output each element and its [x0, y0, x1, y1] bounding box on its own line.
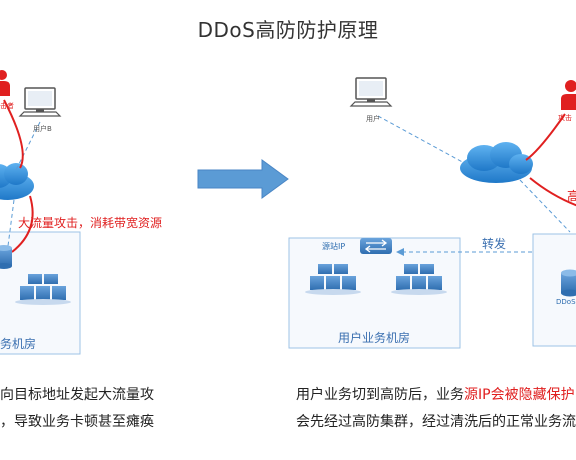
right-attack-line-2 [529, 177, 576, 207]
left-cloud-icon [0, 163, 34, 200]
room-server-cluster-1-icon [305, 264, 361, 295]
left-caption-line-1: 向目标地址发起大流量攻 [0, 387, 154, 403]
left-attack-line-1 [3, 99, 24, 169]
right-room-label: 用户业务机房 [338, 331, 411, 345]
transition-arrow [197, 159, 289, 199]
right-attacker-label: 攻击 [558, 114, 572, 122]
origin-ip-label: 源站IP [322, 242, 346, 251]
right-user-label: 用户 [366, 115, 380, 123]
right-attacker-icon [561, 80, 576, 110]
left-attacker-label: 击者 [0, 102, 14, 110]
left-user-computer-icon [18, 87, 62, 117]
left-user-link [15, 121, 41, 171]
ddos-cluster-label: DDoS [556, 298, 576, 306]
ddos-database-icon [561, 269, 576, 297]
origin-switch-icon [360, 238, 392, 254]
left-attack-text: 大流量攻击，消耗带宽资源 [18, 216, 163, 230]
forward-label: 转发 [482, 237, 507, 251]
left-database-icon [0, 245, 12, 269]
left-attack-line-2 [11, 195, 34, 253]
right-attack-line-1 [525, 113, 566, 161]
left-server-cluster-icon [15, 274, 71, 305]
room-server-cluster-2-icon [391, 264, 447, 295]
right-user-computer-icon [349, 77, 393, 107]
left-room-link [7, 199, 15, 247]
left-room-label: 务机房 [0, 337, 37, 351]
right-caption-part-a: 用户业务切到高防后，业务 [296, 387, 464, 403]
right-caption-part-b: 源IP会被隐藏保护 [464, 387, 575, 403]
right-gao-fragment: 高 [567, 190, 576, 205]
right-user-link [377, 115, 467, 165]
right-caption-line-2: 会先经过高防集群，经过清洗后的正常业务流 [296, 414, 576, 430]
right-cloud-to-ddos-link [519, 179, 571, 233]
left-caption-line-2: ，导致业务卡顿甚至瘫痪 [0, 414, 154, 430]
right-cloud-icon [460, 142, 533, 183]
page-title: DDoS高防防护原理 [197, 18, 379, 42]
left-user-label: 用户B [33, 125, 52, 133]
right-caption-line-1: 用户业务切到高防后，业务源IP会被隐藏保护 [296, 384, 575, 404]
left-attacker-icon [0, 70, 10, 96]
